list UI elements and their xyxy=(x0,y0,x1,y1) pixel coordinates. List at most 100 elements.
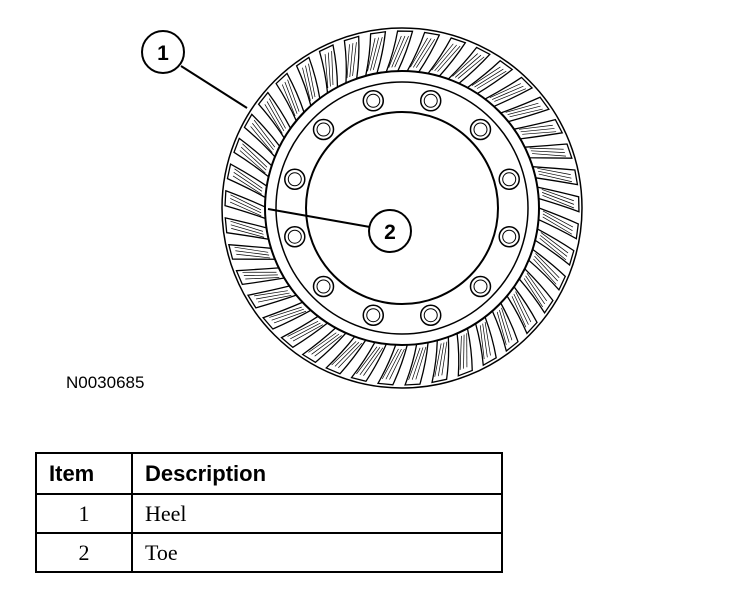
tooth-shading xyxy=(437,45,461,72)
tooth-shading xyxy=(411,347,424,380)
tooth-shading xyxy=(311,333,340,355)
tooth-shading xyxy=(505,102,539,113)
tooth-shading xyxy=(484,321,491,356)
tooth-shading xyxy=(532,153,567,157)
tooth-shading xyxy=(230,194,262,211)
tooth-shading xyxy=(441,341,448,376)
tooth-shading xyxy=(255,292,290,300)
tooth-shading xyxy=(231,228,265,238)
tooth-shading xyxy=(533,258,557,285)
bolt-hole-inner xyxy=(473,122,488,137)
tooth-shading xyxy=(284,81,298,114)
tooth-shading xyxy=(349,43,354,78)
gear-tooth xyxy=(224,189,267,220)
tooth-shading xyxy=(515,291,532,323)
tooth-shading xyxy=(240,146,267,171)
tooth-shading xyxy=(501,307,513,341)
tooth-shading xyxy=(410,37,428,68)
tooth-shading xyxy=(242,143,268,168)
tooth-shading xyxy=(463,334,465,369)
tooth-shading xyxy=(389,348,405,380)
tooth-shading xyxy=(491,85,524,100)
gear-tooth xyxy=(506,285,538,335)
tooth-shading xyxy=(352,42,357,76)
tooth-shading xyxy=(363,347,384,376)
tooth-shading xyxy=(331,341,357,366)
row-item: 2 xyxy=(35,532,133,573)
tooth-shading xyxy=(518,124,553,130)
gear-tooth xyxy=(385,30,414,73)
gear-tooth xyxy=(406,31,441,73)
tooth-shading xyxy=(327,52,331,87)
tooth-shading xyxy=(359,347,381,375)
bolt-hole-inner xyxy=(502,172,517,187)
tooth-shading xyxy=(338,342,363,369)
tooth-shading xyxy=(507,105,541,115)
callout-1-number: 1 xyxy=(157,42,169,65)
tooth-shading xyxy=(290,322,321,340)
tooth-shading xyxy=(434,44,457,72)
tooth-shading xyxy=(308,63,316,98)
ring-gear xyxy=(221,27,583,389)
tooth-shading xyxy=(452,53,478,77)
tooth-shading xyxy=(381,348,399,380)
bolt-hole-inner xyxy=(366,93,381,108)
tooth-shading xyxy=(415,38,436,68)
gear-tooth xyxy=(235,267,286,286)
gear-tooth xyxy=(474,315,497,367)
gear-tooth xyxy=(350,341,388,383)
tooth-shading xyxy=(542,192,575,205)
tooth-shading xyxy=(408,347,421,380)
tooth-shading xyxy=(356,346,378,375)
tooth-shading xyxy=(324,54,329,89)
bolt-hole-inner xyxy=(287,229,302,244)
tooth-shading xyxy=(229,201,262,217)
tooth-shading xyxy=(254,290,288,297)
tooth-shading xyxy=(308,332,337,353)
tooth-shading xyxy=(388,35,402,68)
row-description: Toe xyxy=(131,532,503,573)
tooth-shading xyxy=(287,79,300,112)
gear-tooth xyxy=(275,72,305,123)
tooth-shading xyxy=(367,38,376,72)
tooth-shading xyxy=(525,275,546,305)
tooth-shading xyxy=(537,167,571,175)
tooth-shading xyxy=(302,67,311,101)
gear-tooth xyxy=(456,327,473,377)
tooth-shading xyxy=(236,253,271,259)
gear-tooth xyxy=(537,207,579,240)
tooth-shading xyxy=(431,43,454,71)
tooth-shading xyxy=(305,65,314,99)
table-row: 1 Heel xyxy=(35,493,503,534)
tooth-shading xyxy=(250,126,273,153)
callout-2-circle xyxy=(368,209,412,253)
tooth-shading xyxy=(372,37,383,71)
tooth-shading xyxy=(474,68,504,88)
tooth-shading xyxy=(482,323,488,358)
tooth-shading xyxy=(233,172,263,192)
leader-line-1 xyxy=(180,65,248,109)
tooth-shading xyxy=(391,35,406,68)
row-description: Heel xyxy=(131,493,503,534)
gear-tooth xyxy=(318,44,339,95)
tooth-shading xyxy=(271,308,304,321)
tooth-shading xyxy=(535,253,560,278)
callout-1-circle xyxy=(141,30,185,74)
header-description: Description xyxy=(131,452,503,495)
tooth-shading xyxy=(273,310,307,324)
tooth-shading xyxy=(230,220,264,232)
tooth-shading xyxy=(538,173,573,183)
tooth-shading xyxy=(252,123,274,151)
tooth-shading xyxy=(292,324,324,342)
tooth-shading xyxy=(522,131,557,135)
tooth-shading xyxy=(513,293,529,325)
tooth-shading xyxy=(253,119,276,148)
figure-id: N0030685 xyxy=(66,373,145,392)
bolt-hole-inner xyxy=(316,279,331,294)
legend-header-row: Item Description xyxy=(35,452,503,495)
callout-2: 2 xyxy=(267,208,412,253)
bolt-hole-inner xyxy=(473,279,488,294)
row-item: 1 xyxy=(35,493,133,534)
tooth-shading xyxy=(385,348,402,380)
tooth-shading xyxy=(287,320,319,337)
